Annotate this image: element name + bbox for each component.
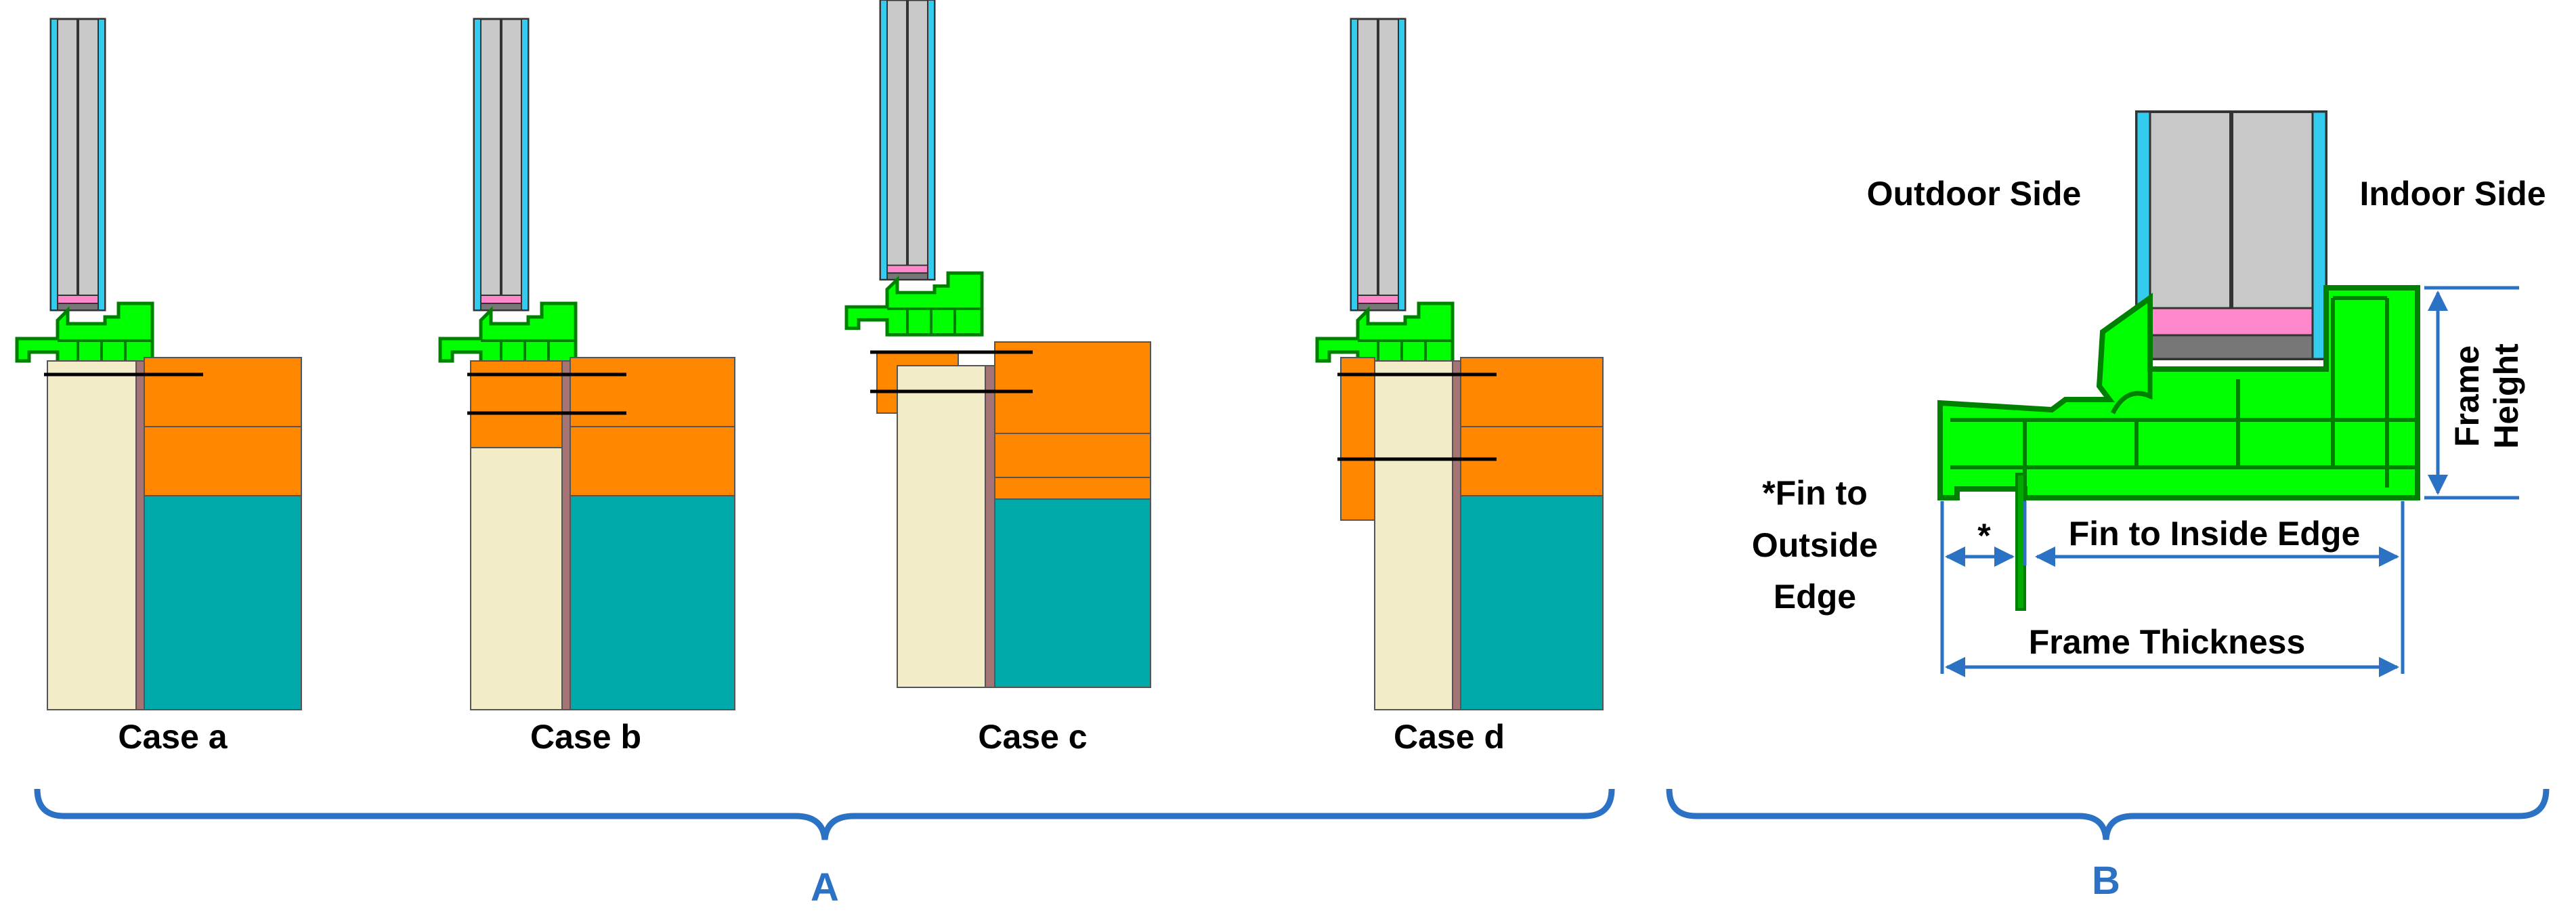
case-a-section <box>17 19 302 710</box>
case-d-stud <box>1374 360 1457 710</box>
panel-b-glazing <box>2135 110 2327 360</box>
case-d-label: Case d <box>1394 718 1505 756</box>
case-d-sheathing <box>1452 360 1461 710</box>
case-c-sheathing <box>985 365 995 688</box>
panel-a: Case a Case b Case c Case d A <box>17 0 1615 909</box>
indoor-side-label: Indoor Side <box>2360 175 2546 213</box>
case-a-cladding <box>144 495 302 710</box>
case-c-insulation-upper <box>994 341 1151 478</box>
case-c-section <box>846 0 1151 688</box>
case-c-window-unit <box>846 0 982 335</box>
fin-to-outside-label-line3: Edge <box>1774 578 1856 616</box>
panel-b-spacer <box>2149 334 2314 360</box>
case-d-cladding <box>1460 495 1604 710</box>
case-b-insulation-lower <box>570 426 735 496</box>
case-b-section <box>440 19 735 710</box>
fin-to-inside-label: Fin to Inside Edge <box>2069 515 2361 553</box>
case-a-insulation-upper <box>144 357 302 427</box>
case-d-insulation-exterior <box>1340 357 1375 521</box>
fin-to-outside-label-line1: *Fin to <box>1762 474 1868 512</box>
case-b-insulation-upper <box>570 357 735 427</box>
panel-b-label: B <box>2092 859 2120 903</box>
frame-height-label-line1: Frame <box>2448 345 2486 447</box>
fin-asterisk-label: * <box>1977 517 1991 555</box>
case-c-cladding <box>994 498 1151 688</box>
panel-b: Outdoor Side Indoor Side Frame Height *F… <box>1666 110 2550 903</box>
panel-a-brace <box>34 788 1615 840</box>
panel-b-brace <box>1666 788 2550 840</box>
case-b-label: Case b <box>530 718 641 756</box>
case-b-cladding <box>570 495 735 710</box>
case-a-stud <box>47 360 139 710</box>
case-b-stud <box>470 447 563 710</box>
frame-thickness-label: Frame Thickness <box>2029 623 2306 661</box>
case-a-label: Case a <box>118 718 228 756</box>
frame-height-label-line2: Height <box>2487 343 2525 449</box>
fin-to-outside-label-line2: Outside <box>1752 526 1878 564</box>
case-a-sheathing <box>135 360 145 710</box>
panel-b-frame <box>1937 285 2420 611</box>
panel-a-label: A <box>811 865 839 909</box>
outdoor-side-label: Outdoor Side <box>1867 175 2082 213</box>
case-d-section <box>1317 19 1604 710</box>
case-d-insulation-lower <box>1460 426 1604 496</box>
case-c-stud <box>897 365 986 688</box>
case-d-window-unit <box>1317 19 1453 368</box>
panel-b-spacer-seal <box>2149 307 2314 337</box>
case-a-window-unit <box>17 19 152 368</box>
case-a-insulation-lower <box>144 426 302 496</box>
case-b-window-unit <box>440 19 576 368</box>
case-d-insulation-upper <box>1460 357 1604 427</box>
case-c-label: Case c <box>978 718 1087 756</box>
